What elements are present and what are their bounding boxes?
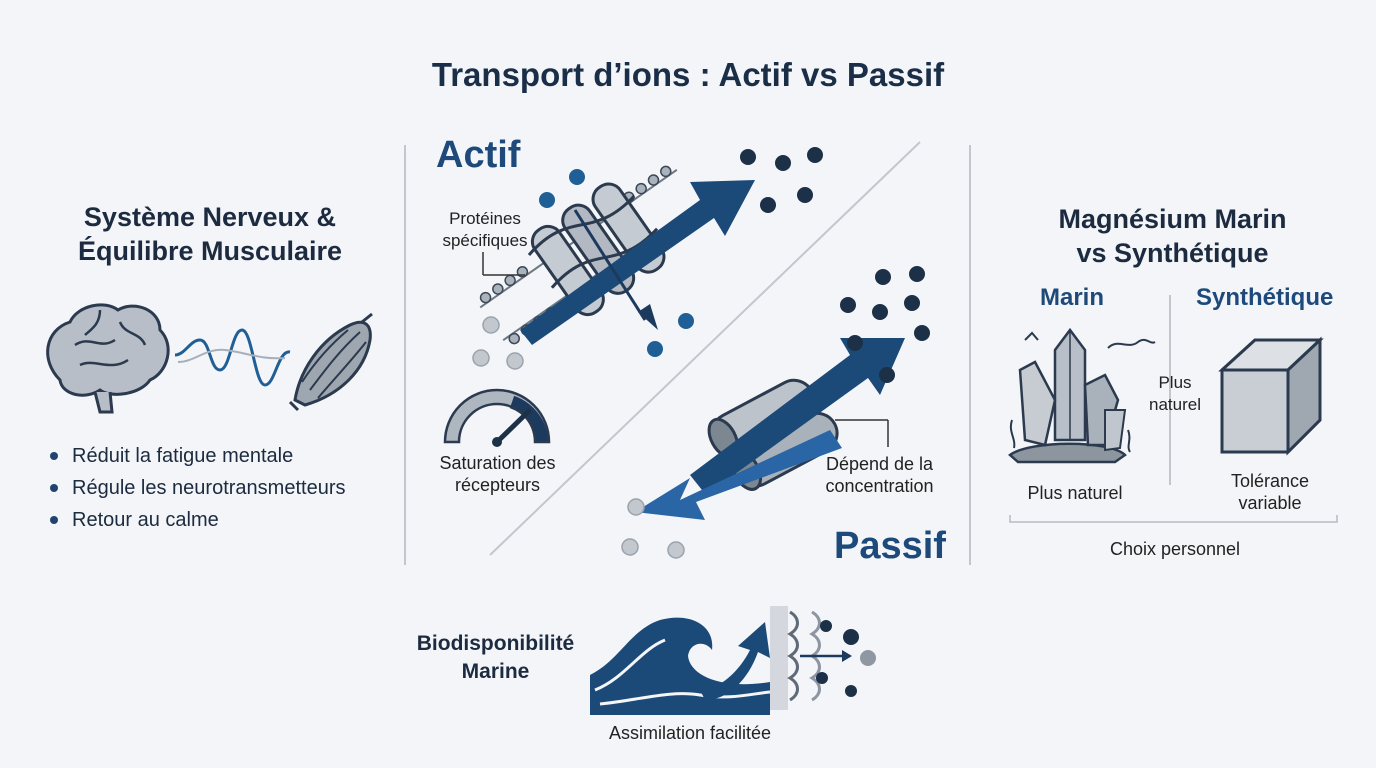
ions-active-destination <box>740 147 823 213</box>
nervous-system-heading-line1: Système Nerveux & <box>83 202 337 232</box>
nerve-signal-wave <box>174 328 291 387</box>
active-transport-arrow <box>520 180 755 345</box>
ions-active-blue <box>539 169 694 357</box>
active-label: Actif <box>436 134 521 176</box>
brain-icon <box>46 303 170 414</box>
gauge-icon <box>443 388 551 447</box>
concentration-label: Dépend de la concentration <box>825 454 934 496</box>
bioavailability-heading: Biodisponibilité Marine <box>416 632 575 683</box>
list-item: Retour au calme <box>50 504 345 536</box>
bullet-icon <box>50 452 58 460</box>
choice-bracket <box>1009 515 1338 523</box>
choice-label: Choix personnel <box>1109 539 1241 559</box>
ions-absorbed <box>816 620 876 697</box>
assimilation-caption: Assimilation facilitée <box>608 723 772 743</box>
synthetic-cube-icon <box>1218 336 1324 456</box>
marin-label: Marin <box>1040 284 1105 311</box>
membrane-channel-active <box>479 165 701 345</box>
benefits-list: Réduit la fatigue mentale Régule les neu… <box>50 440 345 536</box>
divider-diagonal <box>489 141 921 556</box>
passive-in-arrow <box>690 338 905 495</box>
intestine-lining-icon <box>770 606 821 710</box>
absorption-arrow <box>700 622 770 700</box>
passive-out-arrow <box>635 430 842 520</box>
ions-passive-destination <box>840 266 930 383</box>
proteins-label: Protéines spécifiques <box>442 209 528 250</box>
natural-middle-label: Plus naturel <box>1149 373 1201 414</box>
synthetic-caption: Tolérance variable <box>1230 471 1310 513</box>
active-entry-arrow <box>573 209 647 321</box>
ions-active-source <box>472 316 524 370</box>
magnesium-heading: Magnésium Marin vs Synthétique <box>1058 204 1287 268</box>
saturation-label: Saturation des récepteurs <box>439 453 556 495</box>
muscle-icon <box>288 312 373 412</box>
synthetic-label: Synthétique <box>1196 284 1334 311</box>
nervous-system-heading: Système Nerveux & Équilibre Musculaire <box>40 200 380 268</box>
nerve-signal-wave-secondary <box>177 348 286 363</box>
nervous-system-heading-line2: Équilibre Musculaire <box>77 236 343 266</box>
bullet-icon <box>50 484 58 492</box>
page-title: Transport d’ions : Actif vs Passif <box>431 56 945 93</box>
marin-caption: Plus naturel <box>1027 483 1123 503</box>
list-item: Réduit la fatigue mentale <box>50 440 345 472</box>
list-item: Régule les neurotransmetteurs <box>50 472 345 504</box>
ions-passive-source <box>621 498 685 559</box>
bullet-icon <box>50 516 58 524</box>
marine-crystal-icon <box>1008 327 1156 464</box>
passive-label: Passif <box>834 525 946 567</box>
